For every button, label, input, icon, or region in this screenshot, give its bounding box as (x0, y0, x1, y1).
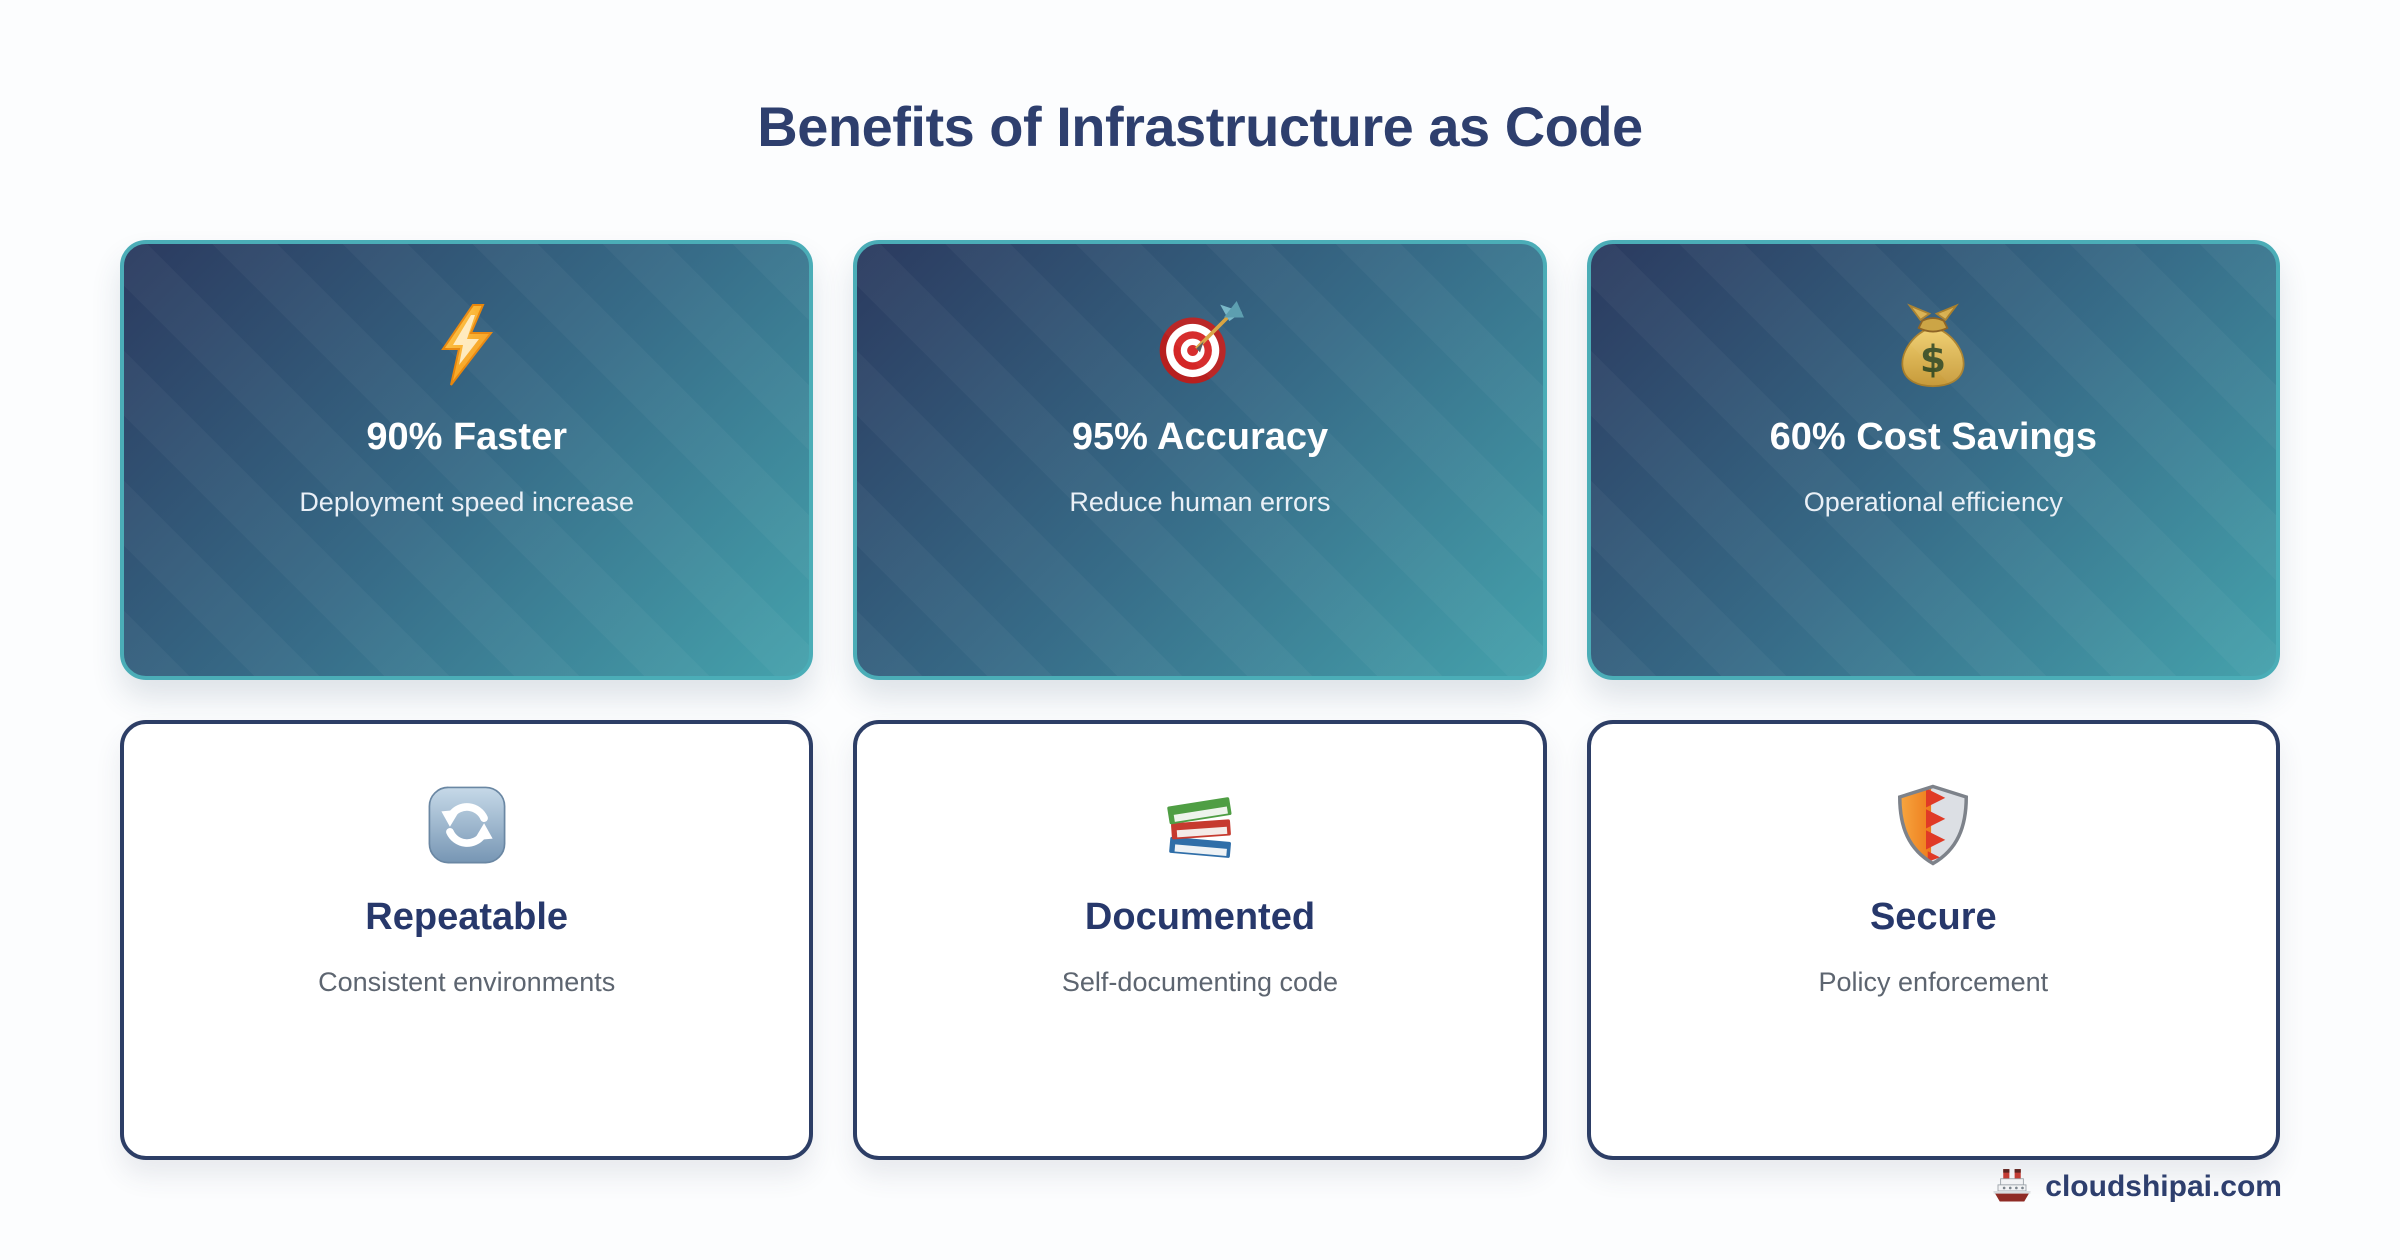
books-icon (1157, 780, 1243, 870)
benefit-card-accuracy: 95% Accuracy Reduce human errors (853, 240, 1547, 680)
brand-domain[interactable]: cloudshipai.com (2045, 1169, 2282, 1203)
card-title: Secure (1869, 896, 1997, 938)
page-title: Benefits of Infrastructure as Code (757, 95, 1643, 158)
card-title: 90% Faster (366, 416, 567, 458)
brand-footer[interactable]: cloudshipai.com (1991, 1163, 2282, 1210)
benefit-card-secure: Secure Policy enforcement (1586, 720, 2280, 1160)
cycle-arrows-icon (426, 780, 508, 870)
card-title: 60% Cost Savings (1769, 416, 2097, 458)
card-subtitle: Operational efficiency (1803, 487, 2063, 517)
card-subtitle: Policy enforcement (1818, 967, 2049, 997)
lightning-icon (435, 300, 499, 390)
benefit-card-documented: Documented Self-documenting code (853, 720, 1547, 1160)
target-dart-icon (1156, 300, 1244, 390)
money-bag-icon: $ (1890, 300, 1976, 390)
benefit-card-cost-savings: $ 60% Cost Savings Operational efficienc… (1586, 240, 2280, 680)
shield-icon (1891, 780, 1975, 870)
card-subtitle: Consistent environments (318, 967, 616, 997)
card-title: Documented (1084, 896, 1316, 938)
benefit-card-faster: 90% Faster Deployment speed increase (120, 240, 814, 680)
ship-icon (1991, 1163, 2033, 1210)
card-subtitle: Self-documenting code (1061, 967, 1339, 997)
svg-text:$: $ (1920, 337, 1946, 381)
card-subtitle: Reduce human errors (1069, 487, 1331, 517)
benefits-grid: 90% Faster Deployment speed increase 95% (120, 240, 2280, 1160)
benefit-card-repeatable: Repeatable Consistent environments (120, 720, 814, 1160)
card-title: Repeatable (365, 896, 569, 938)
card-subtitle: Deployment speed increase (299, 487, 635, 517)
card-title: 95% Accuracy (1071, 416, 1329, 458)
